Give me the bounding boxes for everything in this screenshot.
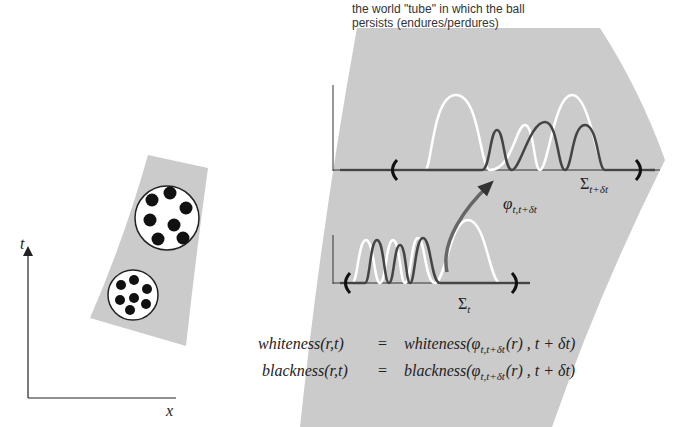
- bracket: [346, 273, 351, 293]
- subscript: t,t+δt: [512, 204, 536, 215]
- axis-label: x: [166, 403, 173, 419]
- flow-arrow: [446, 186, 488, 272]
- ball: [135, 186, 199, 250]
- blackness-curve: [340, 122, 655, 170]
- symbol: Σ: [580, 176, 589, 192]
- bracket: [636, 160, 641, 180]
- axis: [333, 85, 334, 171]
- subscript: t: [467, 304, 470, 315]
- subscript: t,t+δt: [480, 371, 504, 382]
- symbol: Σ: [458, 296, 467, 312]
- equation-part: whiteness(φ: [404, 336, 480, 352]
- ball: [108, 270, 158, 320]
- axis: [333, 235, 334, 284]
- equation-part: blackness(φ: [404, 363, 480, 379]
- t-axis: [27, 250, 28, 398]
- bracket: [512, 273, 517, 293]
- world-tube: [300, 28, 665, 427]
- equation-part: (r) , t + δt): [506, 363, 575, 379]
- axis-label: t: [20, 236, 24, 252]
- equation-part: (r) , t + δt): [506, 336, 575, 352]
- symbol: φ: [503, 195, 512, 212]
- x-axis: [28, 397, 176, 398]
- bracket: [393, 160, 398, 180]
- equation-part: =: [378, 336, 387, 352]
- equation-part: blackness(r,t): [262, 363, 348, 379]
- subscript: t,t+δt: [480, 344, 504, 355]
- blackness-curve: [340, 238, 530, 283]
- subscript: t+δt: [589, 184, 608, 195]
- annotation: the world "tube" in which the ball persi…: [352, 2, 557, 31]
- small-tube: [90, 155, 208, 346]
- whiteness-curve: [340, 220, 530, 283]
- equation-part: =: [378, 363, 387, 379]
- equation-part: whiteness(r,t): [258, 336, 344, 352]
